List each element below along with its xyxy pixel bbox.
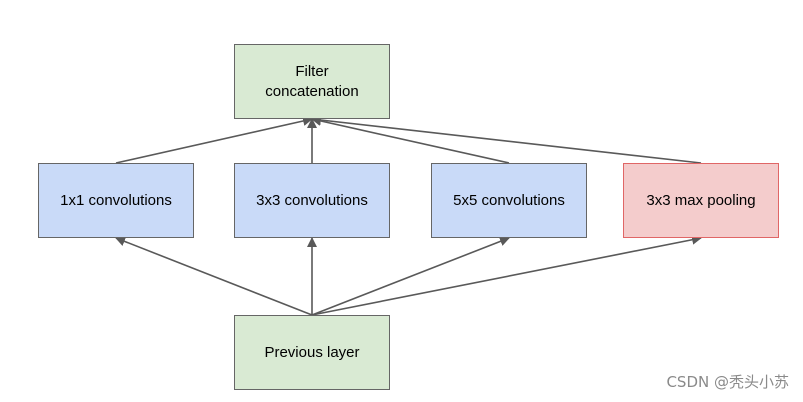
arrow-conv_5x5-to-filter_concat: [311, 116, 510, 164]
conv-1x1-label: 1x1 convolutions: [60, 191, 172, 209]
filter-concatenation-label: Filter concatenation: [265, 62, 359, 100]
conv-5x5-box: 5x5 convolutions: [431, 163, 587, 238]
arrow-previous_layer-to-conv_1x1: [115, 236, 313, 316]
max-pooling-box: 3x3 max pooling: [623, 163, 779, 238]
previous-layer-label: Previous layer: [264, 343, 360, 361]
arrow-conv_1x1-to-filter_concat: [115, 116, 313, 164]
conv-3x3-box: 3x3 convolutions: [234, 163, 390, 238]
conv-3x3-label: 3x3 convolutions: [256, 191, 368, 209]
max-pooling-label: 3x3 max pooling: [646, 191, 756, 209]
previous-layer-box: Previous layer: [234, 315, 390, 390]
arrow-previous_layer-to-conv_5x5: [311, 236, 510, 316]
conv-1x1-box: 1x1 convolutions: [38, 163, 194, 238]
arrow-max_pool-to-filter_concat: [311, 115, 702, 164]
csdn-watermark: CSDN @秃头小苏: [666, 373, 789, 391]
arrow-previous_layer-to-max_pool: [311, 234, 702, 316]
filter-concatenation-box: Filter concatenation: [234, 44, 390, 119]
conv-5x5-label: 5x5 convolutions: [453, 191, 565, 209]
